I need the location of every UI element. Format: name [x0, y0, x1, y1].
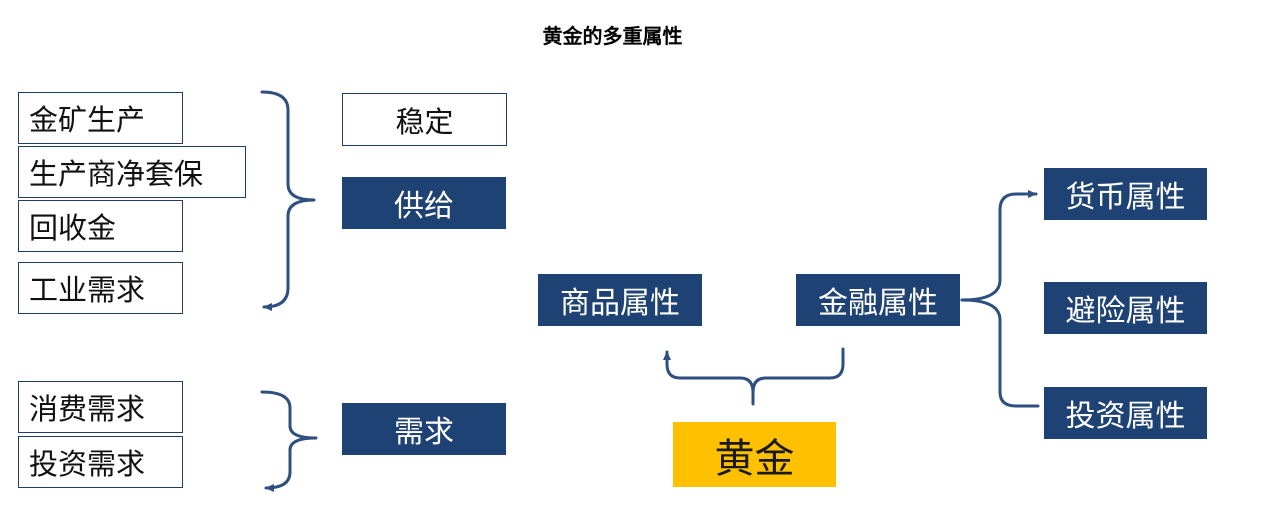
- demand-factor-box: 消费需求: [18, 381, 183, 433]
- demand-factor-box: 投资需求: [18, 436, 183, 488]
- commodity-attribute-box: 商品属性: [538, 274, 702, 326]
- currency-attribute-box: 货币属性: [1044, 168, 1207, 220]
- safe-haven-attribute-box: 避险属性: [1044, 282, 1207, 334]
- gold-box: 黄金: [673, 422, 836, 487]
- financial-brace-bottom: [960, 298, 1040, 408]
- financial-brace-top: [960, 190, 1038, 302]
- financial-attribute-box: 金融属性: [796, 274, 960, 326]
- gold-brace-left: [663, 350, 755, 406]
- supply-brace: [260, 90, 316, 311]
- supply-factor-box: 生产商净套保: [18, 146, 246, 198]
- demand-box: 需求: [342, 403, 506, 455]
- diagram-title: 黄金的多重属性: [542, 24, 683, 48]
- supply-factor-box: 金矿生产: [18, 92, 183, 144]
- supply-factor-box: 工业需求: [18, 262, 183, 314]
- supply-factor-box: 回收金: [18, 200, 183, 252]
- stable-box: 稳定: [342, 93, 507, 146]
- demand-brace: [260, 390, 318, 492]
- gold-brace-right: [751, 347, 845, 394]
- investment-attribute-box: 投资属性: [1044, 387, 1207, 439]
- supply-box: 供给: [342, 177, 506, 229]
